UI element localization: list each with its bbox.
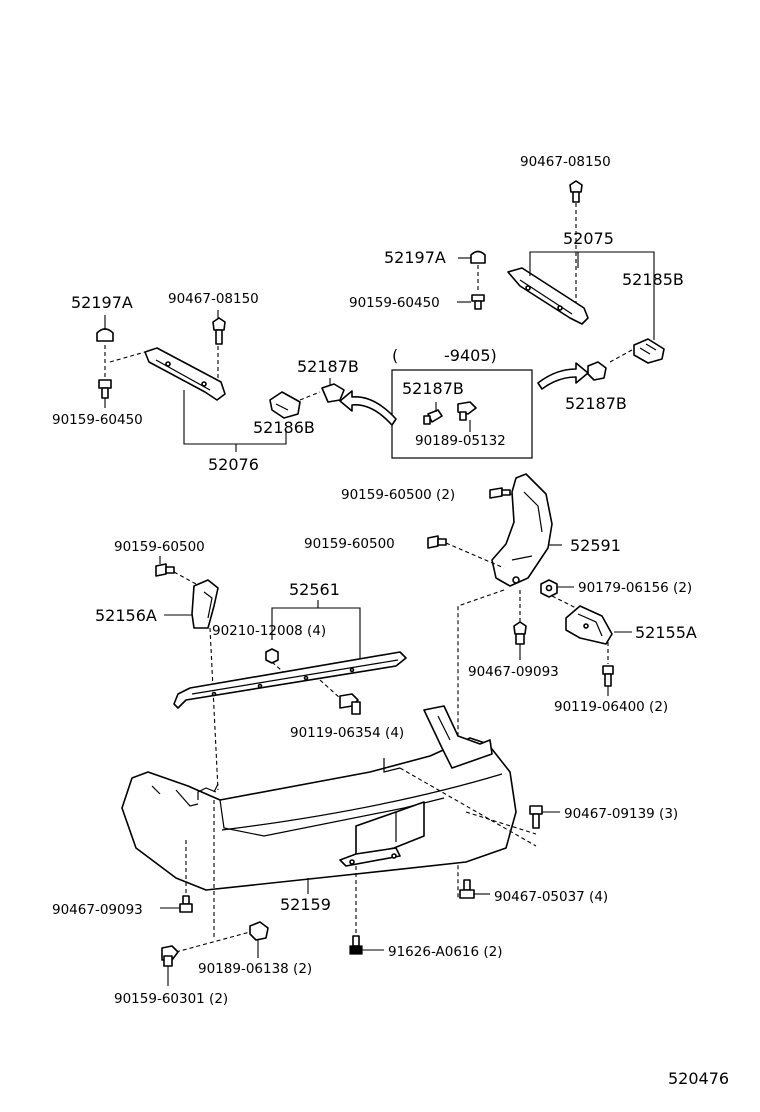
bolt-90467-09139-icon bbox=[529, 805, 543, 829]
label-90159-60301: 90159-60301 (2) bbox=[114, 991, 228, 1007]
label-90467-08150-top: 90467-08150 bbox=[520, 154, 611, 170]
clip-52197A-right-icon bbox=[470, 250, 486, 264]
label-90159-60450-left: 90159-60450 bbox=[52, 412, 143, 428]
label-90159-60500-left: 90159-60500 bbox=[114, 539, 205, 555]
bolt-90159-60500-2-icon bbox=[489, 487, 511, 499]
label-52156A: 52156A bbox=[95, 606, 157, 625]
label-52187B-a: 52187B bbox=[297, 357, 359, 376]
arrow-right-icon bbox=[537, 362, 589, 390]
bolt-90159-60450-left-icon bbox=[98, 379, 112, 399]
label-52075: 52075 bbox=[563, 229, 614, 248]
label-90467-08150-left: 90467-08150 bbox=[168, 291, 259, 307]
label-52186B: 52186B bbox=[253, 418, 315, 437]
label-90467-09093-mid: 90467-09093 bbox=[468, 664, 559, 680]
label-91626-A0616: 91626-A0616 (2) bbox=[388, 944, 503, 960]
reinforcement-52561-icon bbox=[173, 651, 407, 709]
bracket-52075-icon bbox=[507, 267, 589, 325]
bolt-90159-60450-right-icon bbox=[471, 294, 485, 310]
label-52159: 52159 bbox=[280, 895, 331, 914]
retainer-52186B-icon bbox=[269, 391, 301, 419]
label-90159-60500-2: 90159-60500 (2) bbox=[341, 487, 455, 503]
label-52185B: 52185B bbox=[622, 270, 684, 289]
bolt-90159-60500-left-icon bbox=[155, 563, 175, 577]
clip-52187B-right-icon bbox=[587, 361, 607, 381]
clip-52197A-left-icon bbox=[96, 328, 114, 342]
clip-52187B-left-icon bbox=[321, 383, 345, 403]
label-90179-06156: 90179-06156 (2) bbox=[578, 580, 692, 596]
clip-90189-06138-icon bbox=[249, 921, 269, 941]
nut-90210-12008-icon bbox=[265, 648, 279, 664]
label-90119-06400: 90119-06400 (2) bbox=[554, 699, 668, 715]
bolt-90467-05037-icon bbox=[459, 879, 475, 899]
label-90467-09093-left: 90467-09093 bbox=[52, 902, 143, 918]
bracket-52591-icon bbox=[491, 473, 553, 587]
label-52155A: 52155A bbox=[635, 623, 697, 642]
label-90119-06354: 90119-06354 (4) bbox=[290, 725, 404, 741]
label-90210-12008: 90210-12008 (4) bbox=[212, 623, 326, 639]
clip-52187B-box-a-icon bbox=[423, 409, 443, 425]
bracket-52155A-icon bbox=[565, 605, 613, 645]
label-9405: ( -9405) bbox=[392, 346, 497, 365]
bolt-90467-08150-left-icon bbox=[212, 317, 226, 345]
label-52197A-right: 52197A bbox=[384, 248, 446, 267]
bumper-cover-52159-icon bbox=[121, 705, 517, 891]
label-diagram-number: 520476 bbox=[668, 1069, 729, 1088]
label-90159-60450-right: 90159-60450 bbox=[349, 295, 440, 311]
bolt-90467-08150-top-icon bbox=[569, 180, 583, 203]
label-90159-60500-mid: 90159-60500 bbox=[304, 536, 395, 552]
bolt-90467-09093-mid-icon bbox=[513, 621, 527, 645]
label-90189-05132: 90189-05132 bbox=[415, 433, 506, 449]
label-90467-09139: 90467-09139 (3) bbox=[564, 806, 678, 822]
label-90467-05037: 90467-05037 (4) bbox=[494, 889, 608, 905]
label-52187B-box: 52187B bbox=[402, 379, 464, 398]
bracket-52076-icon bbox=[144, 347, 226, 401]
arrow-left-icon bbox=[339, 390, 397, 426]
bolt-90119-06400-icon bbox=[602, 665, 614, 687]
clip-52187B-box-b-icon bbox=[457, 401, 477, 421]
bolt-90159-60301-icon bbox=[161, 945, 179, 967]
label-90189-06138: 90189-06138 (2) bbox=[198, 961, 312, 977]
label-52076: 52076 bbox=[208, 455, 259, 474]
label-52591: 52591 bbox=[570, 536, 621, 555]
bolt-90159-60500-mid-icon bbox=[427, 535, 447, 549]
label-52197A-left: 52197A bbox=[71, 293, 133, 312]
nut-90179-06156-icon bbox=[540, 579, 558, 598]
retainer-52185B-icon bbox=[633, 338, 665, 364]
bracket-52156A-icon bbox=[191, 579, 219, 629]
bolt-90119-06354-icon bbox=[339, 693, 361, 715]
bolt-90467-09093-left-icon bbox=[179, 895, 193, 913]
clip-91626-A0616-icon bbox=[349, 935, 363, 955]
label-52561: 52561 bbox=[289, 580, 340, 599]
label-52187B-right: 52187B bbox=[565, 394, 627, 413]
